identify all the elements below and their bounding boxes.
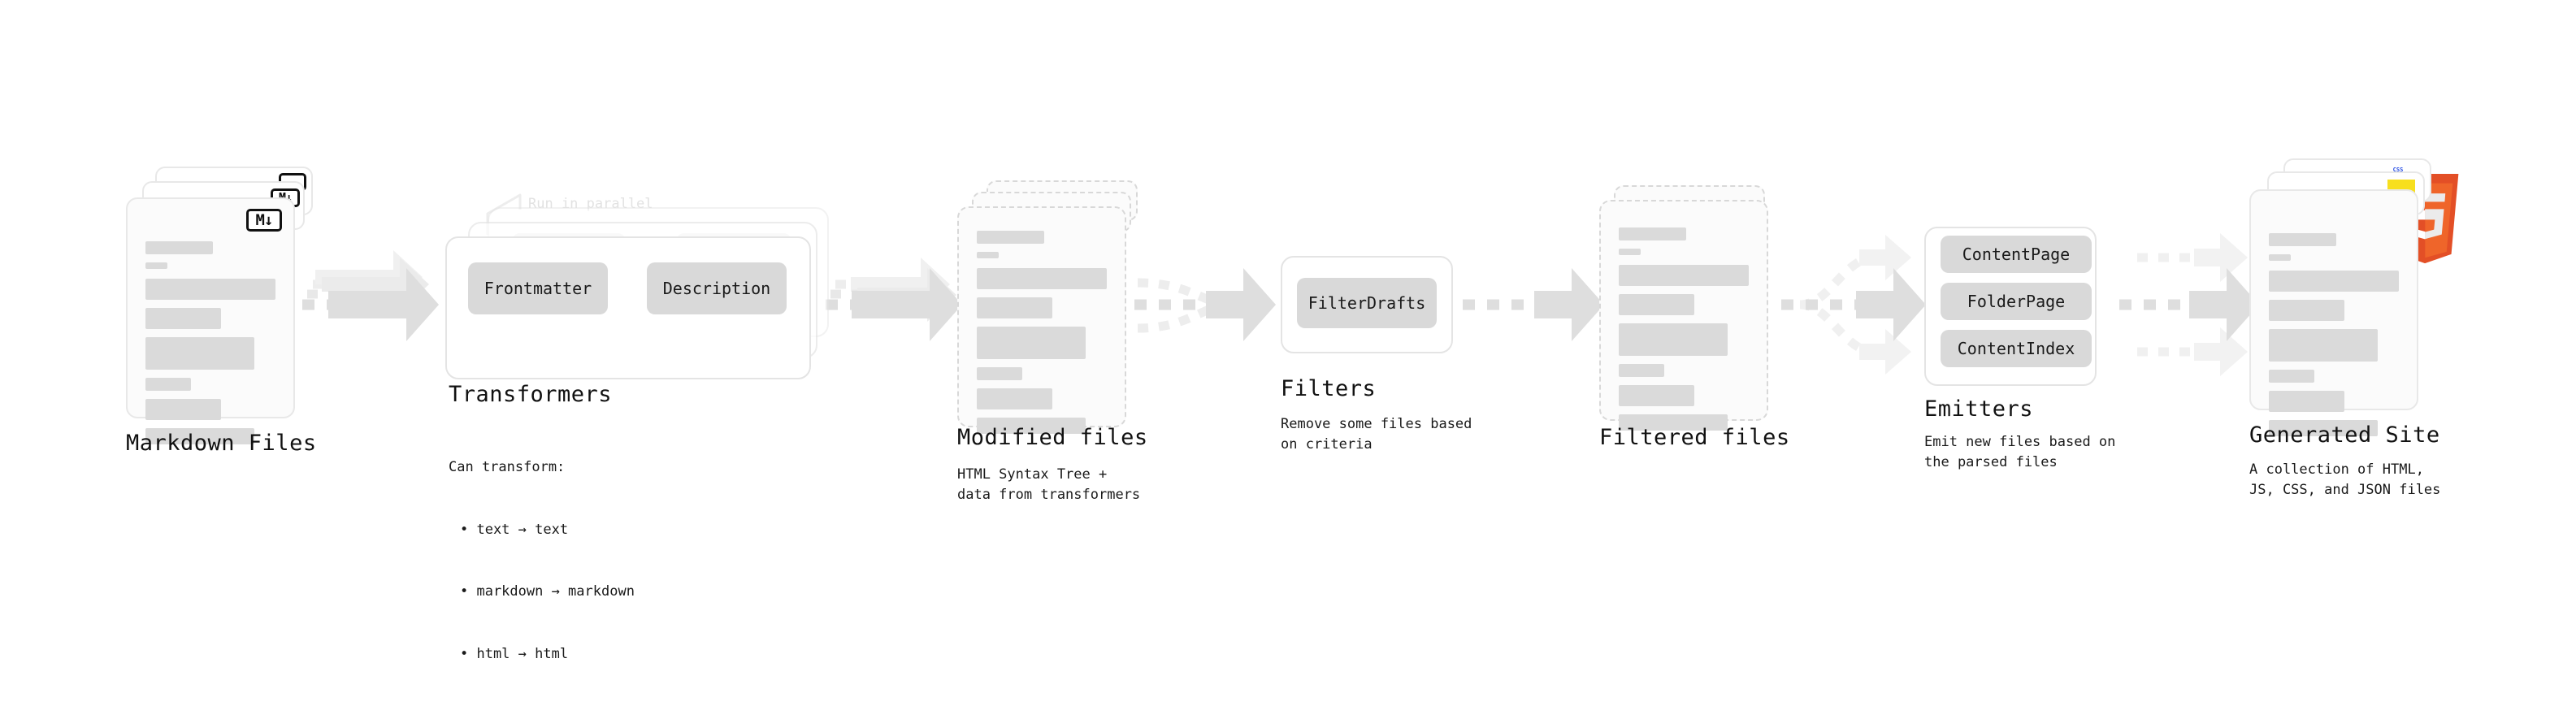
content-bar [145,241,214,254]
run-in-parallel-label: Run in parallel [528,196,653,212]
transformer-chip-description-label: Description [662,279,771,298]
markdown-files-stack[interactable]: M↓ M↓ M↓ [126,167,313,444]
markdown-files-title: Markdown Files [126,431,317,456]
content-bar [1619,249,1641,255]
content-bar [2269,420,2379,436]
content-bar [1619,385,1694,406]
transformer-chip-frontmatter[interactable]: Frontmatter [468,262,608,314]
arrow-transformers-to-modified [826,258,962,341]
modified-files-stack[interactable] [957,180,1144,434]
content-bar [145,279,275,300]
content-bar [145,337,255,370]
markdown-card-content [145,241,275,453]
content-bar [977,268,1107,289]
content-bar [977,418,1086,434]
transformers-lead: Can transform: [449,459,566,475]
content-bar [145,378,191,391]
generated-site-description: A collection of HTML, JS, CSS, and JSON … [2249,461,2441,498]
filter-chip-filterdrafts-label: FilterDrafts [1308,293,1426,313]
transformer-chip-description[interactable]: Description [647,262,787,314]
site-card-front[interactable] [2249,189,2418,436]
emitter-chip-folderpage-label: FolderPage [1967,292,2066,311]
emitter-chip-folderpage[interactable]: FolderPage [1941,283,2092,320]
markdown-card-front[interactable]: M↓ [126,197,295,444]
filtered-files-title: Filtered files [1599,425,1790,450]
diagram-canvas: M↓ M↓ M↓ Markdown Files Run in parallel [126,158,2459,662]
emitters-title: Emitters [1924,396,2034,422]
arrow-markdown-to-transformers [302,250,439,341]
filter-chip-filterdrafts[interactable]: FilterDrafts [1297,278,1437,328]
content-bar [977,388,1052,409]
content-bar [1619,227,1687,240]
modified-files-title: Modified files [957,425,1148,450]
css-badge-label: CSS [2392,167,2404,173]
content-bar [145,399,221,420]
emitters-description: Emit new files based on the parsed files [1924,434,2116,470]
transformer-chip-frontmatter-label: Frontmatter [484,279,592,298]
emitter-chip-contentpage-label: ContentPage [1962,245,2071,264]
transformers-bullet-1: • markdown → markdown [460,583,635,600]
content-bar [2269,254,2292,261]
transformers-group[interactable]: Frontmatter Description [445,207,835,379]
transformers-description: Can transform: • text → text • markdown … [449,416,635,706]
content-bar [977,327,1086,359]
content-bar [2269,271,2399,292]
modified-card-content [977,231,1107,442]
content-bar [2269,300,2344,321]
content-bar [145,262,168,269]
filtered-card-content [1619,227,1749,439]
markdown-badge: M↓ [246,209,282,232]
modified-files-description: HTML Syntax Tree + data from transformer… [957,466,1141,503]
arrow-filters-to-filtered [1463,268,1604,341]
generated-site-stack[interactable]: CSS [2249,158,2444,436]
filters-description: Remove some files based on criteria [1281,416,1472,453]
content-bar [145,308,221,329]
content-bar [145,428,255,444]
modified-card-front[interactable] [957,206,1126,434]
content-bar [977,367,1022,380]
generated-site-title: Generated Site [2249,422,2440,448]
arrow-filtered-to-emitters [1781,235,1926,375]
content-bar [2269,233,2337,246]
filtered-files-stack[interactable] [1599,185,1786,431]
markdown-badge-label: M↓ [255,210,274,229]
content-bar [1619,414,1728,431]
filters-title: Filters [1281,376,1377,401]
arrow-emitters-to-site [2119,233,2259,376]
filtered-card-front[interactable] [1599,200,1768,431]
content-bar [1619,294,1694,315]
content-bar [2269,329,2379,362]
content-bar [1619,265,1749,286]
arrow-modified-to-filters [1134,268,1276,341]
content-bar [977,231,1045,244]
emitter-chip-contentpage[interactable]: ContentPage [1941,236,2092,273]
site-card-content [2269,233,2399,444]
content-bar [977,252,1000,258]
content-bar [1619,323,1728,356]
transformers-title: Transformers [449,382,613,407]
transformers-bullet-2: • html → html [460,645,569,662]
content-bar [2269,370,2314,383]
content-bar [1619,364,1664,377]
content-bar [977,297,1052,318]
transformers-bullet-0: • text → text [460,521,569,538]
emitter-chip-contentindex-label: ContentIndex [1957,339,2075,358]
emitter-chip-contentindex[interactable]: ContentIndex [1941,330,2092,367]
content-bar [2269,391,2344,412]
